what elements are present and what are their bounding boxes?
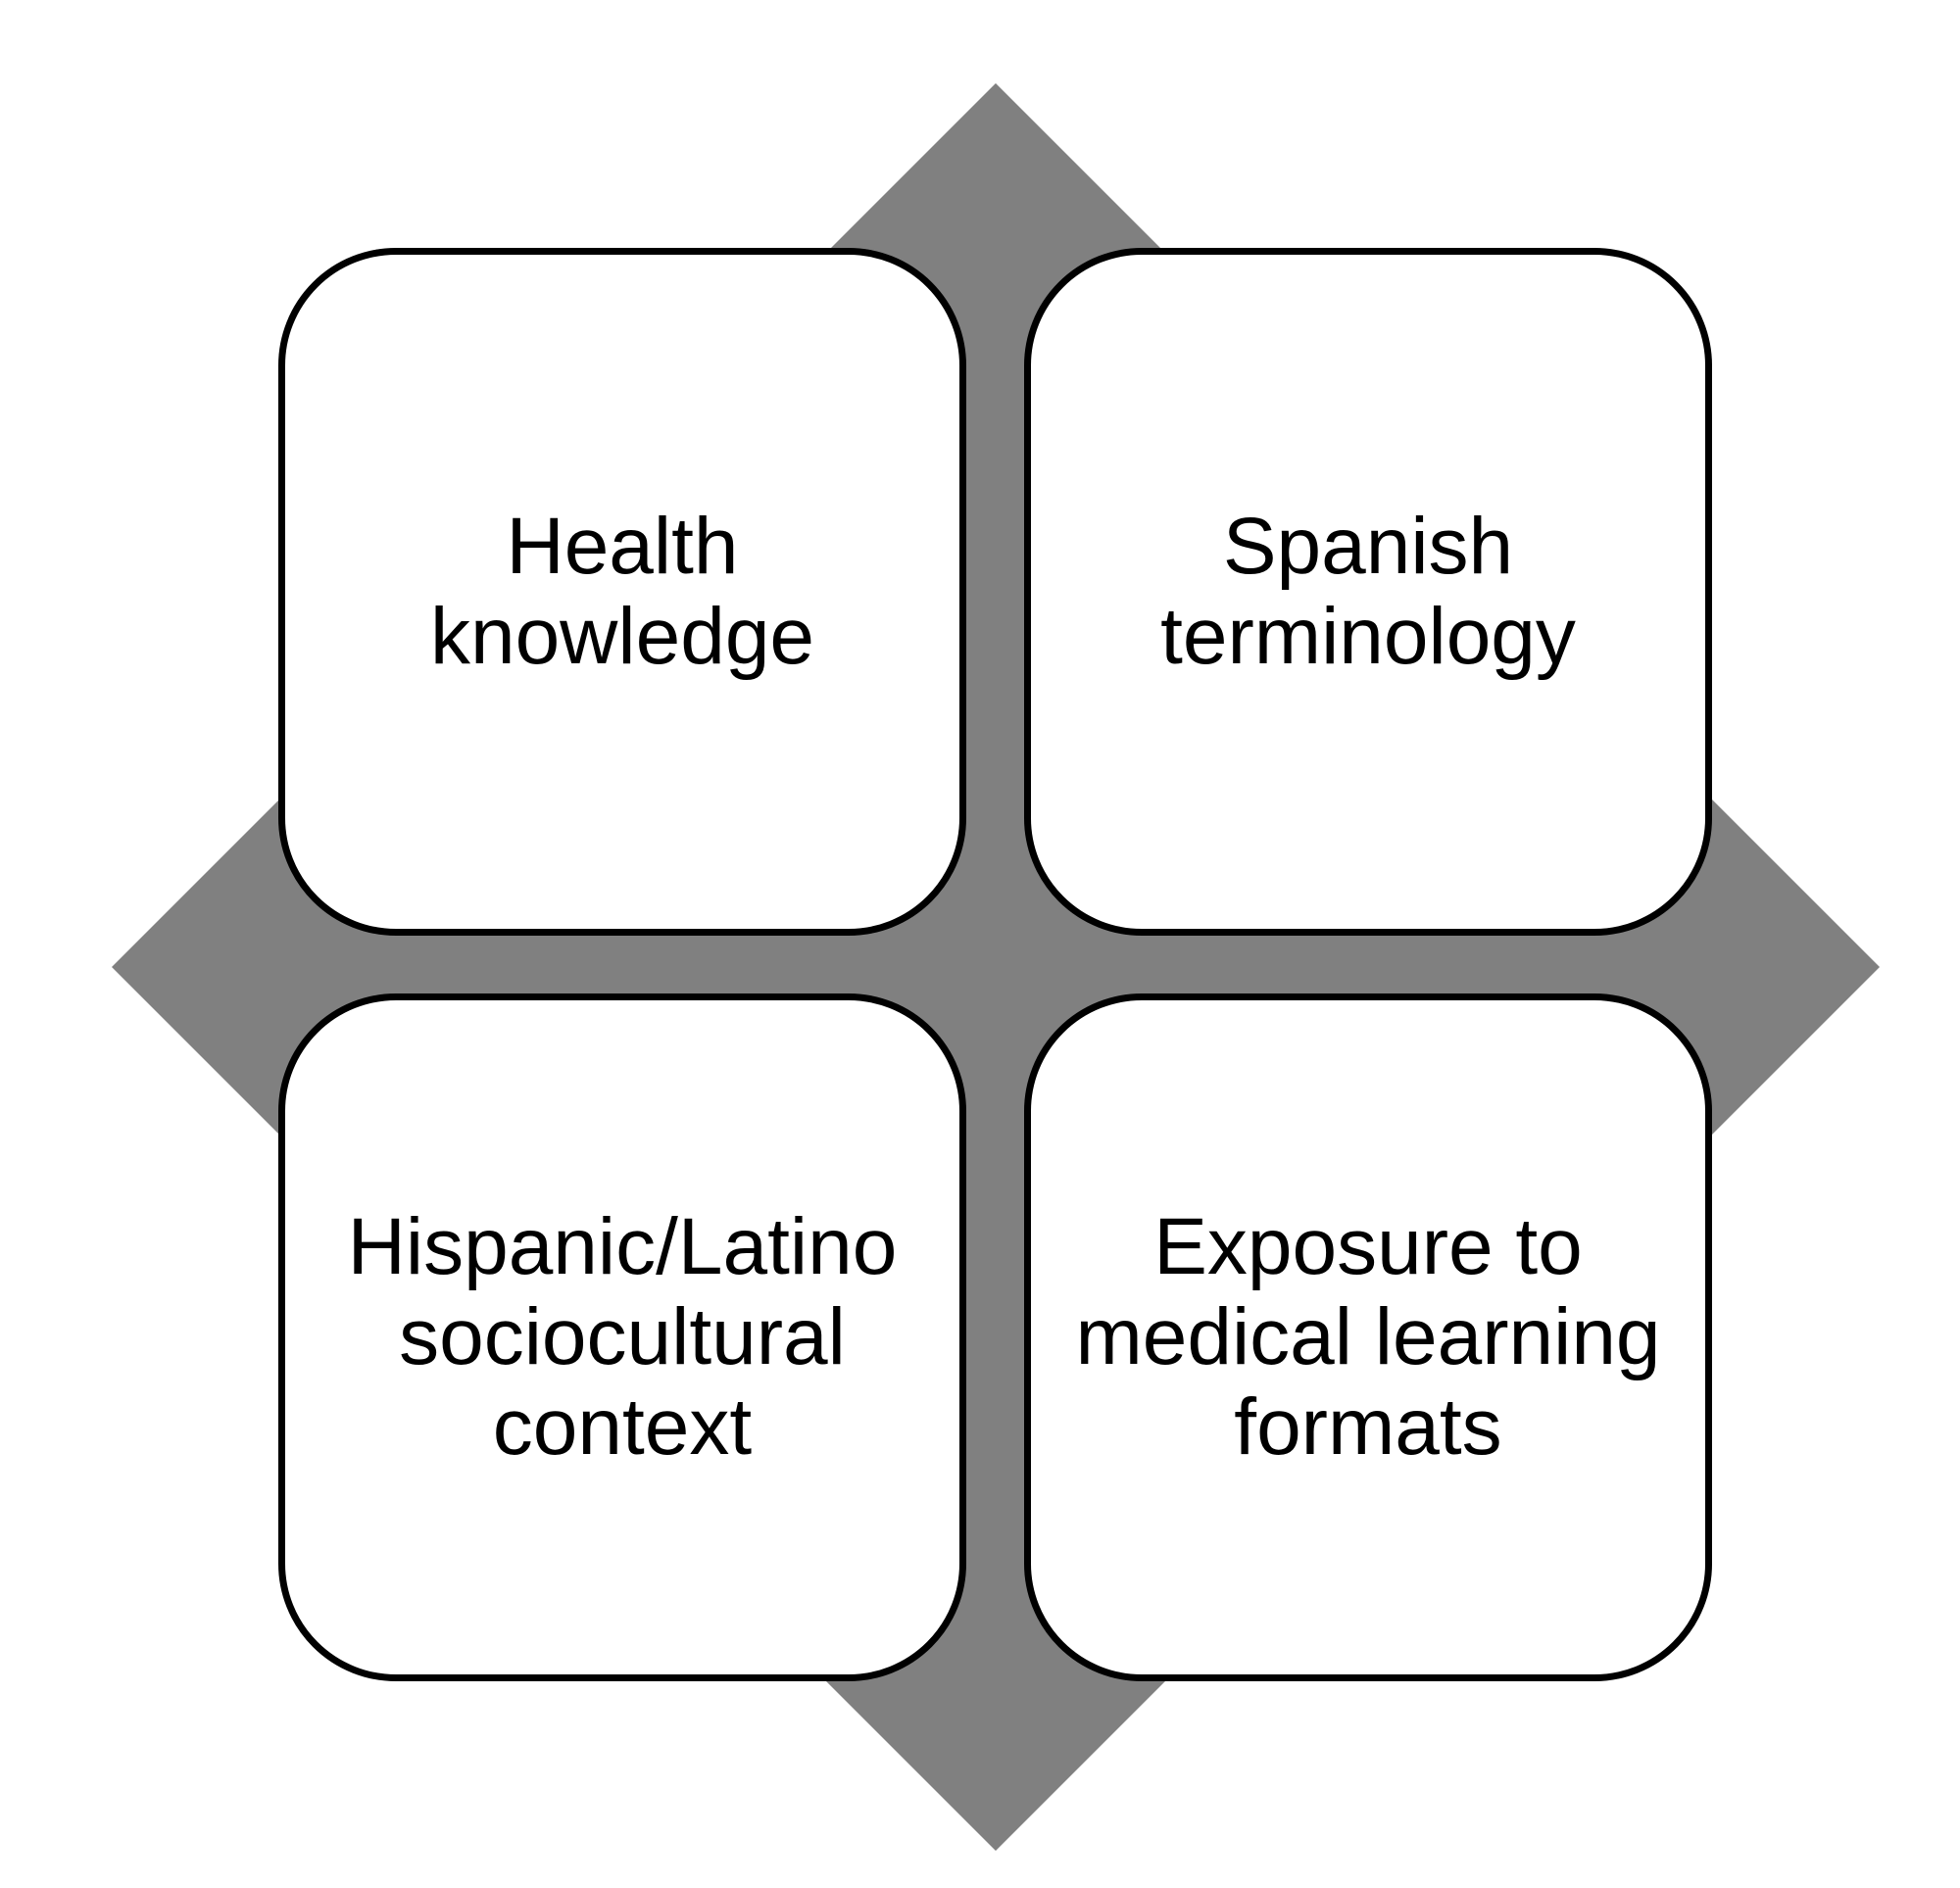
quadrant-spanish-terminology: Spanish terminology <box>1024 248 1712 936</box>
quadrant-label: Hispanic/Latino sociocultural context <box>347 1202 898 1472</box>
quadrant-health-knowledge: Health knowledge <box>278 248 966 936</box>
quadrant-label: Spanish terminology <box>1160 502 1576 681</box>
quadrant-sociocultural-context: Hispanic/Latino sociocultural context <box>278 993 966 1681</box>
quadrant-learning-formats: Exposure to medical learning formats <box>1024 993 1712 1681</box>
quadrant-label: Exposure to medical learning formats <box>1075 1202 1661 1472</box>
quadrant-label: Health knowledge <box>429 502 815 681</box>
